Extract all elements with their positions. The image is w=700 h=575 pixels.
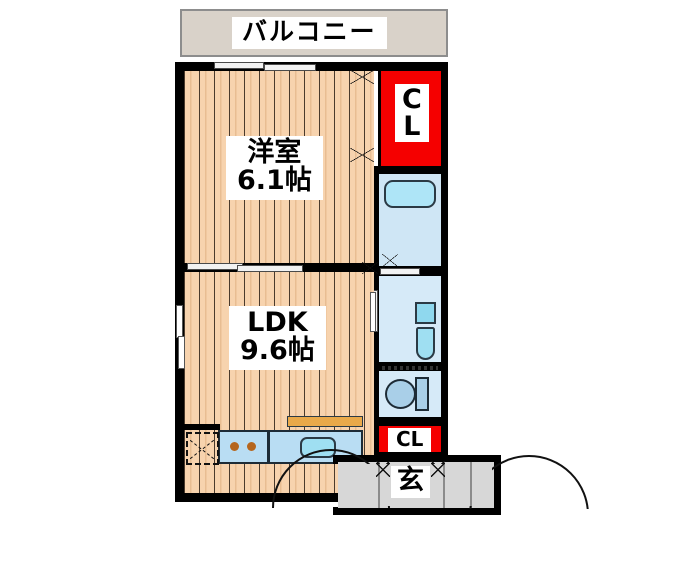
genkan-step-line-right-2b	[443, 464, 445, 506]
ldk-area: 9.6帖	[240, 335, 315, 367]
ldk-corridor-door[interactable]	[370, 292, 376, 332]
genkan-door-left-icon-2[interactable]	[376, 463, 390, 477]
bedroom-name: 洋室	[247, 137, 302, 168]
ldk-name: LDK	[247, 307, 308, 338]
ldk-left-window[interactable]	[176, 305, 183, 338]
kitchen-counter	[287, 416, 363, 427]
stove-burner-left	[230, 442, 239, 451]
genkan-door-right-icon-2[interactable]	[431, 463, 445, 477]
toilet-door[interactable]	[382, 366, 438, 370]
bathtub	[384, 180, 436, 208]
closet-door-top-icon[interactable]	[350, 70, 376, 84]
bedroom-balcony-window[interactable]	[214, 62, 264, 69]
bathroom-door-icon[interactable]	[382, 254, 398, 267]
closet-door-bottom-icon[interactable]	[350, 148, 376, 162]
ldk-corridor-door-icon[interactable]	[362, 262, 378, 274]
genkan-step-line-left-2	[378, 464, 380, 506]
closet-upper-label: C L	[395, 84, 429, 142]
balcony-label: バルコニー	[232, 17, 387, 49]
kitchen-left-wall	[184, 424, 220, 430]
stove-unit	[218, 430, 269, 464]
floor-plan: バルコニー 洋室 6.1帖 C L CL	[0, 0, 700, 525]
toilet-bowl	[385, 379, 416, 409]
ldk-label: LDK 9.6帖	[229, 306, 326, 371]
washroom-door[interactable]	[380, 268, 420, 275]
bedroom-balcony-window-2[interactable]	[264, 64, 316, 71]
genkan-label-overlay: 玄	[391, 466, 430, 499]
bedroom-ldk-sliding-door-2[interactable]	[237, 265, 303, 272]
washroom-vanity-basin	[416, 327, 435, 360]
refrigerator-space	[186, 432, 219, 465]
bedroom-label: 洋室 6.1帖	[226, 136, 323, 201]
genkan-step-line-right-3	[470, 464, 472, 506]
bedroom-area: 6.1帖	[237, 165, 312, 197]
closet-partition	[374, 71, 378, 166]
closet-upper-label-c: C	[402, 84, 422, 115]
mask-below-plan	[0, 515, 700, 525]
genkan-bottom-wall	[333, 507, 501, 515]
ldk-left-window-2[interactable]	[178, 336, 185, 369]
toilet-tank	[415, 377, 429, 411]
washroom-vanity-mirror	[415, 302, 436, 324]
wall-left	[175, 62, 184, 502]
stove-burner-right	[247, 442, 256, 451]
closet-upper-label-l: L	[403, 111, 421, 142]
closet-lower-label: CL	[388, 428, 432, 452]
bedroom-ldk-sliding-door[interactable]	[187, 263, 243, 270]
genkan-walls	[333, 455, 501, 464]
